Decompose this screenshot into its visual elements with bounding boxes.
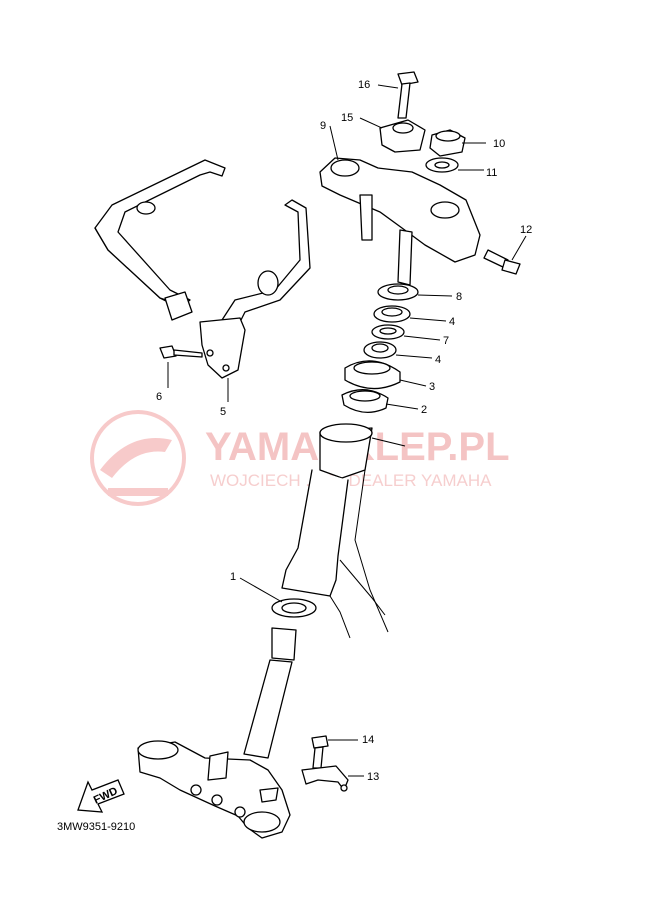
ring-nut-6 (377, 283, 419, 301)
bolt-10 (483, 249, 521, 275)
lock-washer-4a (373, 305, 411, 323)
callout-4a: 4 (449, 316, 455, 328)
bolt-12 (397, 71, 419, 119)
callout-11: 15 (341, 112, 353, 124)
handlebar-assembly (94, 159, 311, 379)
handlebar-holder-11 (379, 119, 426, 153)
frame-head-tube (281, 423, 406, 639)
callout-4b: 4 (435, 354, 441, 366)
washer-5 (371, 324, 405, 340)
watermark: YAMASKLEP.PL WOJCIECH ... Z | DEALER YAM… (90, 410, 510, 506)
callout-5: 7 (443, 335, 449, 347)
callout-2: 2 (421, 404, 427, 416)
callout-10: 12 (520, 224, 532, 236)
bolt-16 (159, 345, 203, 359)
callout-14: 14 (362, 734, 374, 746)
callout-12: 16 (358, 79, 370, 91)
watermark-logo-icon (90, 410, 186, 506)
callout-13: 13 (367, 771, 379, 783)
fwd-arrow-icon: FWD (77, 779, 125, 813)
cable-guide-13 (301, 765, 349, 792)
leader-lines (167, 84, 527, 777)
ring-nut-4b (363, 341, 397, 359)
bearing-2 (341, 389, 389, 413)
cover-3 (344, 360, 401, 390)
callout-7: 9 (320, 120, 326, 132)
callout-6: 8 (456, 291, 462, 303)
callout-9: 11 (486, 167, 497, 179)
callout-15: 5 (220, 406, 226, 418)
callouts: 16 15 9 10 11 12 8 4 7 4 3 2 1 14 13 6 5 (156, 79, 532, 783)
nut-8 (429, 129, 466, 157)
callout-8: 10 (493, 138, 505, 150)
bolt-14 (311, 735, 329, 769)
callout-1: 1 (230, 571, 236, 583)
callout-16: 6 (156, 391, 162, 403)
under-bracket (137, 627, 297, 839)
upper-bracket (319, 157, 481, 286)
callout-3: 3 (429, 381, 435, 393)
watermark-tagline: WOJCIECH ... Z | DEALER YAMAHA (210, 471, 492, 490)
washer-9 (425, 157, 459, 173)
bearing-1 (271, 598, 317, 618)
diagram-code: 3MW9351-9210 (57, 821, 135, 833)
